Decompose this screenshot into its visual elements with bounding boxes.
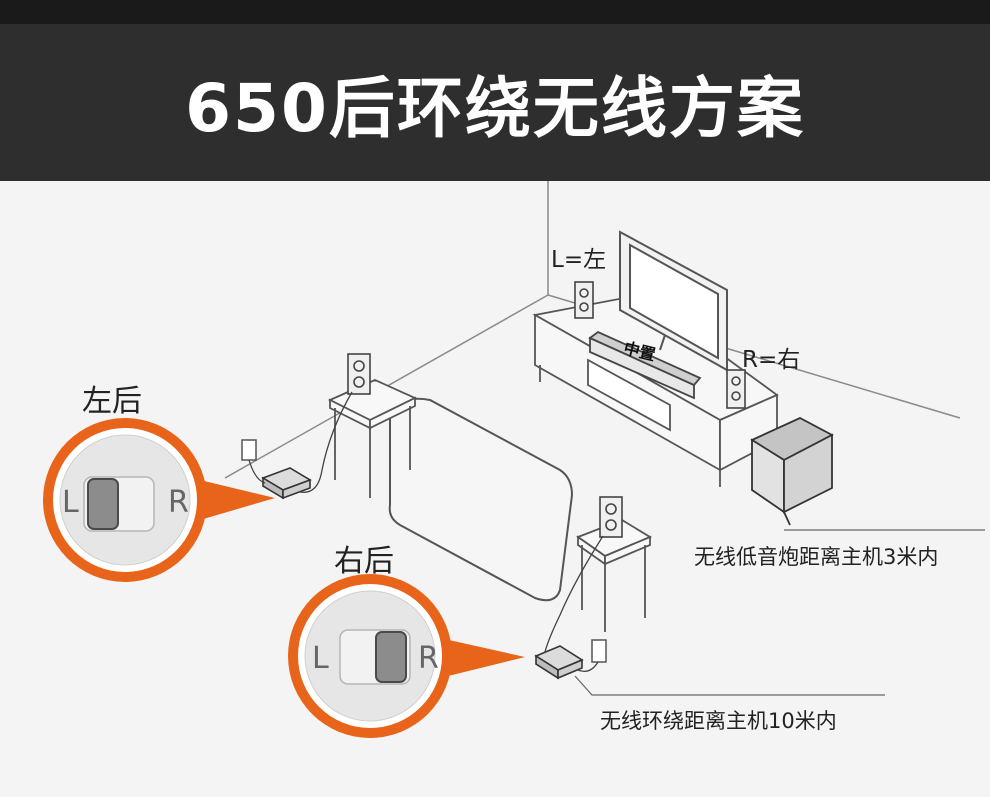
right-rear-speaker bbox=[599, 496, 623, 538]
header-banner: 650后环绕无线方案 bbox=[0, 24, 990, 181]
right-front-label: R=右 bbox=[742, 347, 801, 373]
soundbar bbox=[588, 330, 702, 400]
page-title: 650后环绕无线方案 bbox=[185, 69, 805, 147]
left-wireless-receiver bbox=[261, 467, 312, 500]
right-switch-letter-r: R bbox=[418, 641, 439, 676]
left-rear-label: 左后 bbox=[82, 384, 142, 419]
rear-distance-note: 无线环绕距离主机10米内 bbox=[600, 709, 837, 733]
left-switch-letter-l: L bbox=[62, 485, 79, 520]
speaker-cables bbox=[248, 391, 604, 673]
left-rear-speaker bbox=[347, 353, 371, 395]
sofa bbox=[388, 397, 574, 602]
left-switch-letter-r: R bbox=[168, 485, 189, 520]
right-switch-callout bbox=[288, 574, 525, 738]
tv bbox=[619, 230, 728, 372]
right-wireless-receiver bbox=[534, 645, 584, 680]
left-front-speaker bbox=[574, 281, 594, 319]
left-front-label: L=左 bbox=[551, 247, 607, 273]
right-switch-letter-l: L bbox=[312, 641, 329, 676]
top-strip bbox=[0, 0, 990, 24]
left-wall-outlet bbox=[241, 439, 257, 461]
right-wall-outlet bbox=[591, 639, 607, 663]
subwoofer-distance-note: 无线低音炮距离主机3米内 bbox=[694, 545, 939, 569]
subwoofer bbox=[750, 416, 834, 526]
left-switch-callout bbox=[43, 418, 275, 582]
right-rear-label: 右后 bbox=[334, 544, 394, 579]
right-front-speaker bbox=[726, 369, 746, 409]
